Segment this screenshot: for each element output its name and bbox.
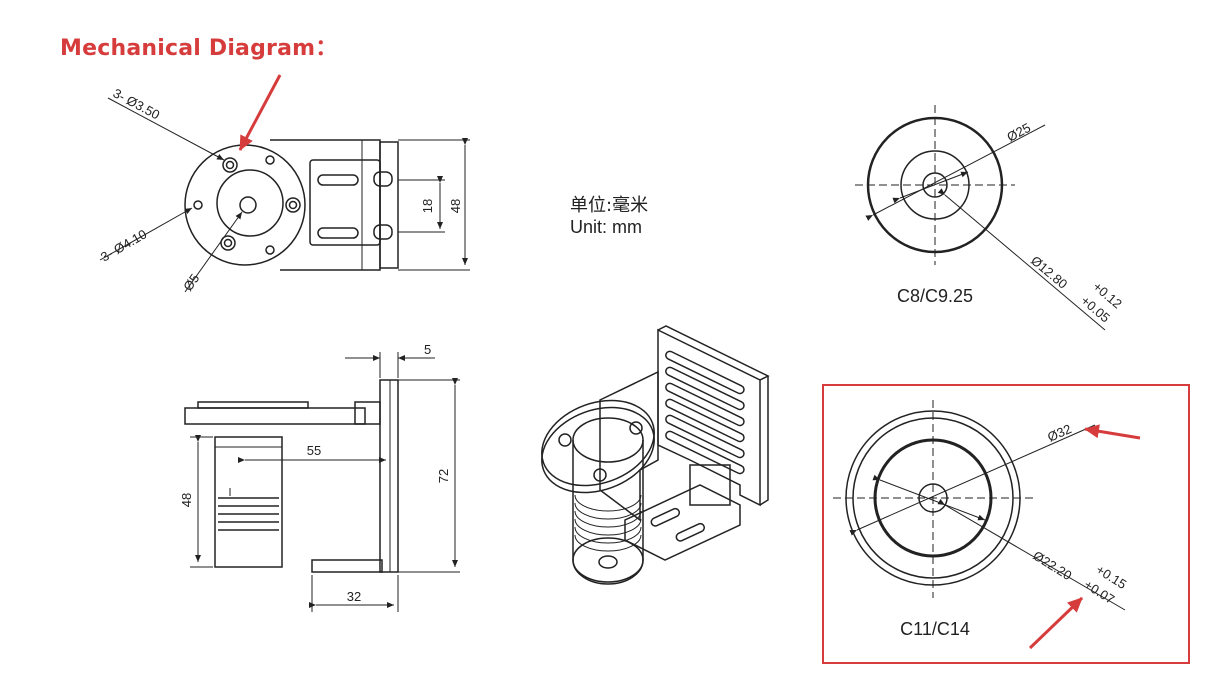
label-large-bore: Ø22.20 <box>1030 548 1074 583</box>
red-arrow-bore-dia <box>1028 596 1084 650</box>
flange-outer <box>184 144 306 266</box>
highlight-box <box>822 384 1190 664</box>
center-bore <box>239 196 257 214</box>
label-large-type: C11/C14 <box>900 619 970 639</box>
coupling-small-view <box>855 105 1106 331</box>
label-bracket-height: 48 <box>448 199 463 213</box>
label-small-type: C8/C9.25 <box>897 286 973 306</box>
label-coupling-height: 48 <box>179 493 194 507</box>
label-small-outer: Ø25 <box>1004 120 1033 145</box>
side-view <box>184 352 460 612</box>
front-view <box>99 97 470 293</box>
label-side-height: 72 <box>436 469 451 483</box>
label-base-width: 32 <box>347 589 361 604</box>
label-slot-height: 18 <box>420 199 435 213</box>
unit-cn: 单位:毫米 <box>570 195 648 216</box>
label-side-depth: 55 <box>307 443 321 458</box>
red-arrow-hole <box>238 74 282 151</box>
coupling-large-view <box>833 400 1126 611</box>
label-small-bore: Ø12.80 <box>1028 253 1070 292</box>
label-side-thickness: 5 <box>424 342 431 357</box>
red-arrow-outer-dia <box>1084 424 1141 440</box>
unit-en: Unit: mm <box>570 217 642 237</box>
isometric-view <box>541 325 770 585</box>
diagram-title: Mechanical Diagram： <box>60 36 338 61</box>
label-hole-center: Ø5 <box>180 271 202 294</box>
coupling-hub <box>216 169 284 237</box>
label-holes-mid: 3- Ø4.10 <box>98 226 149 264</box>
